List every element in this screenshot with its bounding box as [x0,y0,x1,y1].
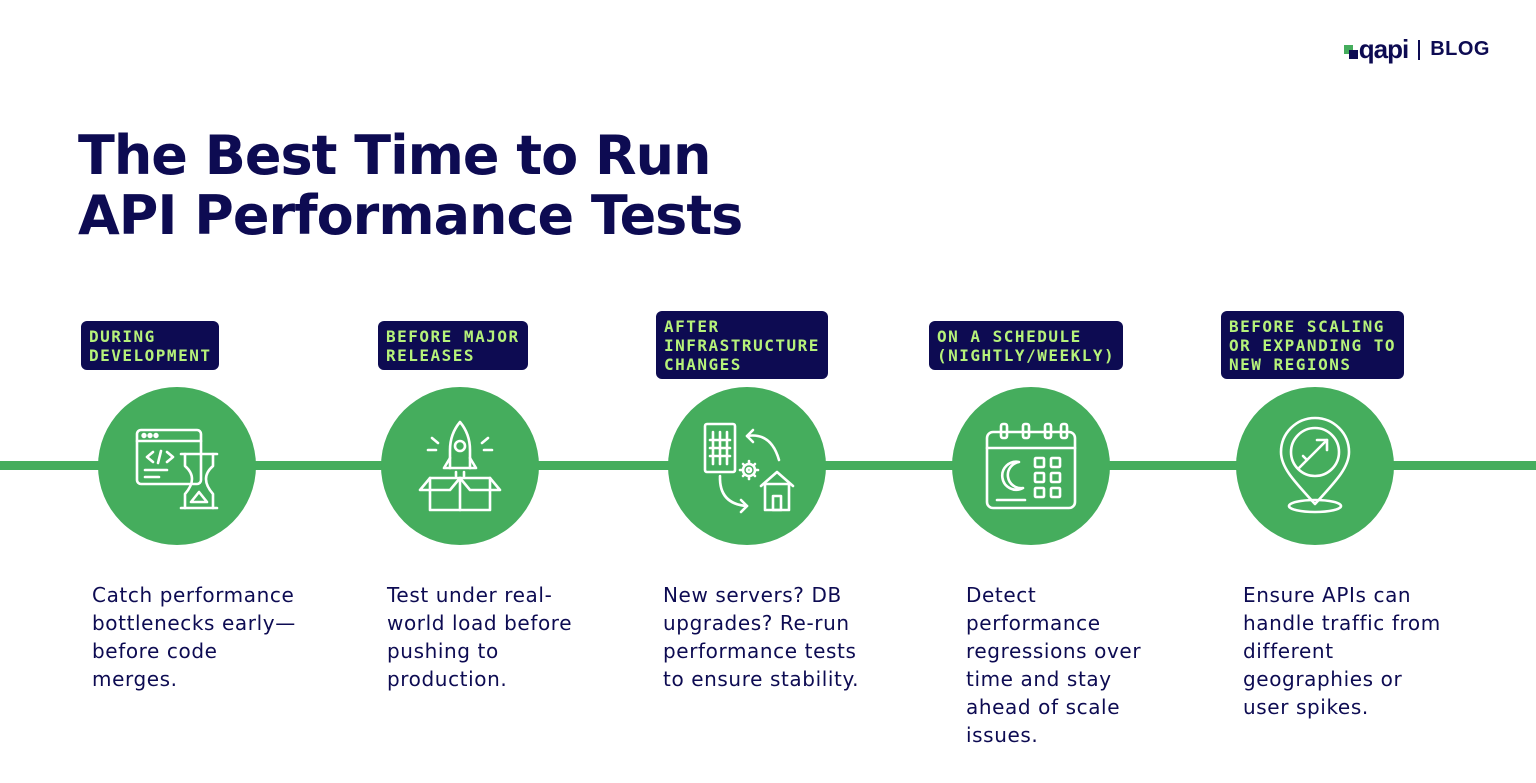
description-line: merges. [92,667,178,691]
description-line: time and stay [966,667,1112,691]
brand-logo-text: qapi [1358,34,1409,64]
stage-circle [668,387,826,545]
stage-label-line: DURING [89,327,156,346]
title-line-2: API Performance Tests [78,184,743,247]
stage-circle [381,387,539,545]
description-line: regressions over [966,639,1142,663]
stage-label: ON A SCHEDULE (NIGHTLY/WEEKLY) [929,321,1124,370]
description-line: bottlenecks early— [92,611,296,635]
stage-description: Catch performance bottlenecks early— bef… [92,581,296,693]
stage-label-line: CHANGES [664,355,742,374]
title-line-1: The Best Time to Run [78,124,711,187]
stage-circle [98,387,256,545]
server-migration-icon [703,422,795,514]
description-line: pushing to [387,639,499,663]
description-line: performance tests [663,639,857,663]
calendar-moon-icon [985,422,1077,510]
stage-label-line: DEVELOPMENT [89,346,212,365]
description-line: New servers? DB [663,583,842,607]
code-window-hourglass-icon [135,428,219,510]
stage-label: AFTER INFRASTRUCTURE CHANGES [656,311,828,379]
description-line: before code [92,639,218,663]
stage-label-line: ON A SCHEDULE [937,327,1082,346]
description-line: Ensure APIs can [1243,583,1412,607]
description-line: handle traffic from [1243,611,1441,635]
stage-label: DURING DEVELOPMENT [81,321,220,370]
stage-description: Ensure APIs can handle traffic from diff… [1243,581,1441,721]
stage-circle [1236,387,1394,545]
stage-label-line: BEFORE MAJOR [386,327,520,346]
description-line: Catch performance [92,583,295,607]
description-line: world load before [387,611,573,635]
description-line: production. [387,667,508,691]
brand-logo: qapi [1343,34,1409,65]
stage-description: New servers? DB upgrades? Re-run perform… [663,581,859,693]
page-title: The Best Time to Run API Performance Tes… [78,124,743,247]
description-line: Detect [966,583,1037,607]
stage-label-line: INFRASTRUCTURE [664,336,820,355]
description-line: to ensure stability. [663,667,860,691]
stage-label-line: OR EXPANDING TO [1229,336,1396,355]
stage-description: Detect performance regressions over time… [966,581,1141,749]
logo-mark-icon [1343,44,1358,59]
description-line: performance [966,611,1101,635]
location-compass-icon [1279,416,1351,514]
description-line: geographies or [1243,667,1403,691]
stage-circle [952,387,1110,545]
stage-label-line: NEW REGIONS [1229,355,1352,374]
stage-label-line: (NIGHTLY/WEEKLY) [937,346,1116,365]
rocket-box-icon [418,420,502,512]
description-line: upgrades? Re-run [663,611,850,635]
brand-divider [1418,39,1421,60]
stage-label: BEFORE SCALING OR EXPANDING TO NEW REGIO… [1221,311,1404,379]
description-line: different [1243,639,1334,663]
brand-section: BLOG [1430,38,1490,60]
description-line: issues. [966,723,1039,747]
brand: qapi BLOG [1343,34,1490,65]
stage-description: Test under real- world load before pushi… [387,581,572,693]
stage-label-line: RELEASES [386,346,476,365]
description-line: Test under real- [387,583,553,607]
description-line: ahead of scale [966,695,1121,719]
stage-label: BEFORE MAJOR RELEASES [378,321,528,370]
stage-label-line: BEFORE SCALING [1229,317,1385,336]
stage-label-line: AFTER [664,317,720,336]
description-line: user spikes. [1243,695,1369,719]
